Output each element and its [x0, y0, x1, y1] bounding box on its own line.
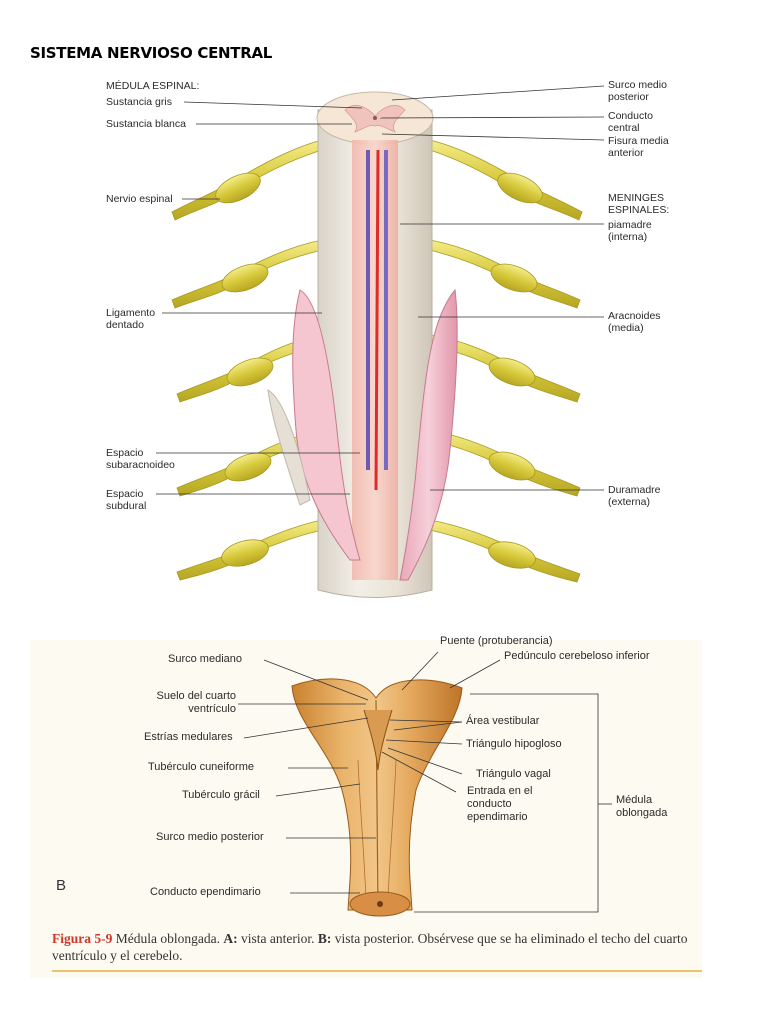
label-ligamento-dentado: Ligamento dentado	[106, 307, 156, 331]
label-duramadre: Duramadre (externa)	[608, 484, 661, 508]
pia-mater	[352, 140, 398, 580]
caption-text-pre: Médula oblongada.	[112, 931, 224, 946]
label-estrias-medulares: Estrías medulares	[144, 731, 233, 743]
label-nervio-espinal: Nervio espinal	[106, 193, 173, 205]
label-pedunculo-cerebeloso: Pedúnculo cerebeloso inferior	[504, 650, 650, 662]
label-sustancia-gris: Sustancia gris	[106, 96, 172, 108]
caption-figure-number: Figura 5-9	[52, 931, 113, 946]
label-triangulo-hipogloso: Triángulo hipogloso	[466, 738, 562, 750]
label-conducto-central: Conducto central	[608, 110, 653, 134]
caption-rule	[52, 970, 702, 972]
caption-text-a: vista anterior.	[237, 931, 318, 946]
label-piamadre: piamadre (interna)	[608, 219, 652, 243]
label-surco-medio-posterior-b: Surco medio posterior	[156, 831, 264, 843]
caption-text-b: vista posterior. Obsérvese que se ha eli…	[52, 931, 688, 963]
label-entrada-conducto: Entrada en el conducto ependimario	[467, 785, 533, 823]
label-area-vestibular: Área vestibular	[466, 715, 540, 727]
panel-letter-b: B	[56, 877, 67, 894]
label-suelo-cuarto-ventriculo: Suelo del cuarto ventrículo	[156, 690, 237, 715]
label-espacio-subdural: Espacio subdural	[106, 488, 147, 512]
caption-a: A:	[223, 931, 238, 946]
leader-lines	[156, 85, 605, 495]
dura-mater	[399, 288, 458, 581]
label-aracnoides: Aracnoides (media)	[608, 310, 661, 334]
label-meninges: MENINGES ESPINALES:	[608, 192, 670, 216]
label-puente: Puente (protuberancia)	[440, 635, 553, 647]
page-title: SISTEMA NERVIOSO CENTRAL	[30, 44, 273, 62]
label-conducto-ependimario: Conducto ependimario	[150, 886, 261, 898]
medulla-oblongata-illustration	[238, 651, 612, 917]
label-espacio-subaracnoideo: Espacio subaracnoideo	[106, 447, 175, 471]
caption-b: B:	[317, 931, 332, 946]
central-canal	[373, 116, 377, 120]
label-surco-medio-posterior: Surco medio posterior	[608, 79, 667, 103]
label-sustancia-blanca: Sustancia blanca	[106, 118, 186, 130]
heading-medula-espinal: MÉDULA ESPINAL:	[106, 80, 200, 92]
label-medula-oblongada: Médula oblongada	[616, 794, 668, 819]
arachnoid	[292, 289, 361, 561]
label-triangulo-vagal: Triángulo vagal	[476, 768, 551, 780]
medulla-figure-panel: Surco mediano Suelo del cuarto ventrícul…	[30, 635, 702, 978]
spinal-nerves-right	[429, 139, 583, 583]
figure-caption: Figura 5-9 Médula oblongada. A: vista an…	[52, 930, 692, 964]
label-surco-mediano: Surco mediano	[168, 653, 242, 665]
label-tuberculo-cuneiforme: Tubérculo cuneiforme	[148, 761, 254, 773]
label-fisura-media-anterior: Fisura media anterior	[608, 135, 669, 159]
label-tuberculo-gracil: Tubérculo grácil	[182, 789, 260, 801]
medulla-leader-lines	[238, 651, 612, 913]
spinal-cord-illustration	[156, 85, 605, 598]
spinal-nerves-left	[171, 139, 323, 581]
